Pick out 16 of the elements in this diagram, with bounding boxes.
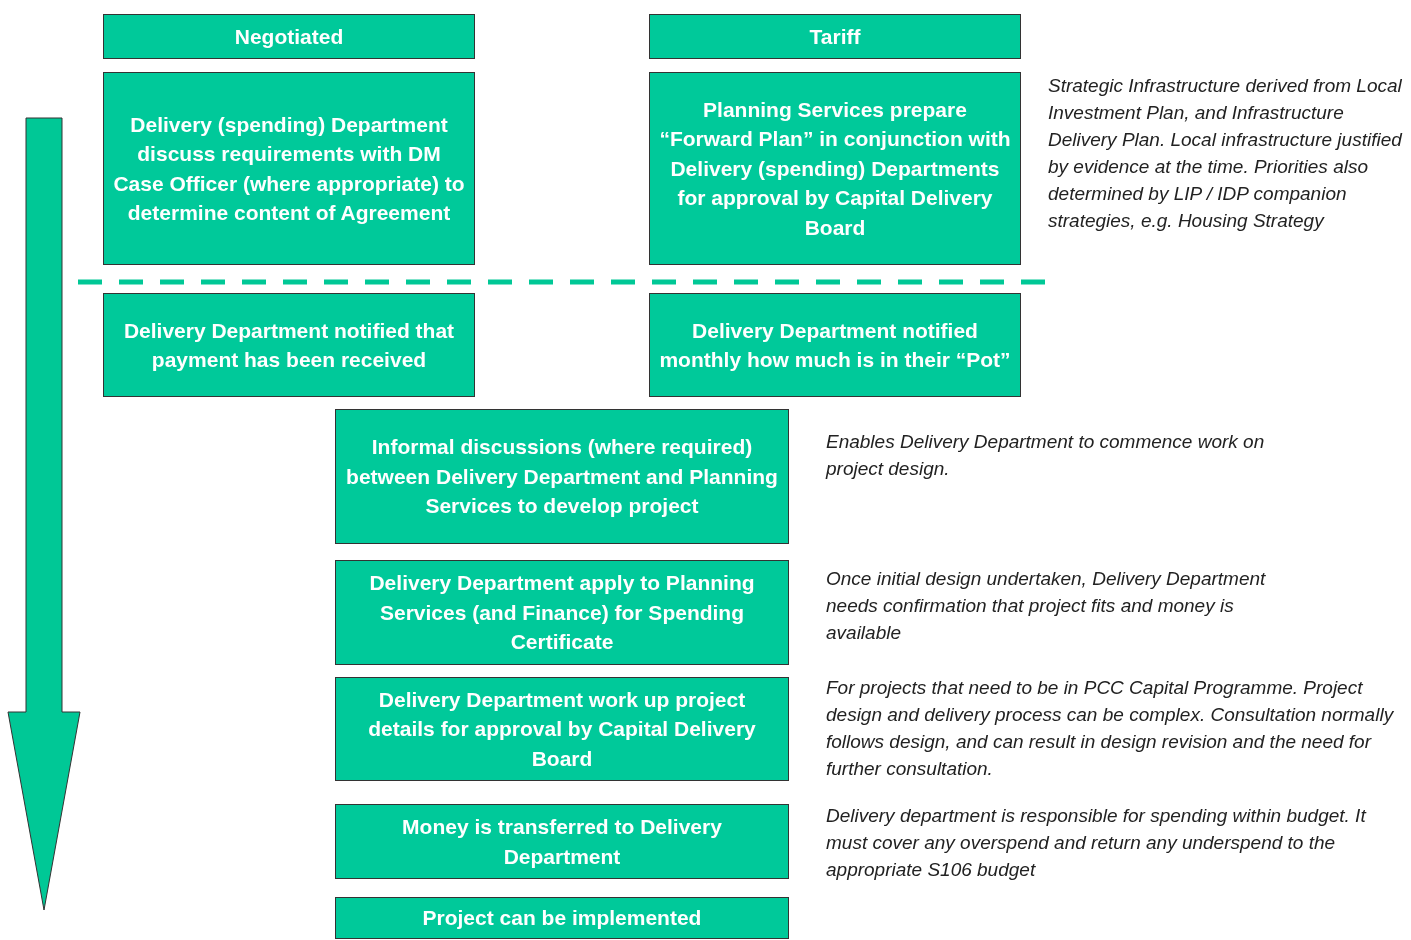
process-box: Tariff: [649, 14, 1021, 59]
process-box: Planning Services prepare “Forward Plan” in conjunction with Delivery (spending) Departments for approval by Capital Delivery Board: [649, 72, 1021, 265]
process-box: Delivery Department work up project details for approval by Capital Delivery Board: [335, 677, 789, 781]
note-text: Delivery department is responsible for spending within budget. It must cover any overspend and return any underspend to the appropriate S106 budget: [826, 804, 1368, 882]
note-text: Strategic Infrastructure derived from Local Investment Plan, and Infrastructure Delivery Plan. Local infrastructure justified by evidence at the time. Priorities also determined by LIP / IDP companion strategies, e.g. Housing Strategy: [1048, 74, 1404, 233]
process-box: Delivery (spending) Department discuss requirements with DM Case Officer (where appropriate) to determine content of Agreement: [103, 72, 475, 265]
note-text: For projects that need to be in PCC Capital Programme. Project design and delivery process can be complex. Consultation normally follows design, and can result in design revision and the need for further consultation.: [826, 676, 1395, 781]
process-box: Project can be implemented: [335, 897, 789, 939]
process-box: Money is transferred to Delivery Department: [335, 804, 789, 879]
process-box: Delivery Department notified monthly how much is in their “Pot”: [649, 293, 1021, 397]
process-box: Delivery Department notified that payment has been received: [103, 293, 475, 397]
process-box: Delivery Department apply to Planning Services (and Finance) for Spending Certificate: [335, 560, 789, 665]
note-text: Once initial design undertaken, Delivery Department needs confirmation that project fits and money is available: [826, 567, 1267, 645]
process-box: Negotiated: [103, 14, 475, 59]
process-box: Informal discussions (where required) between Delivery Department and Planning Services to develop project: [335, 409, 789, 544]
note-text: Enables Delivery Department to commence work on project design.: [826, 430, 1266, 481]
